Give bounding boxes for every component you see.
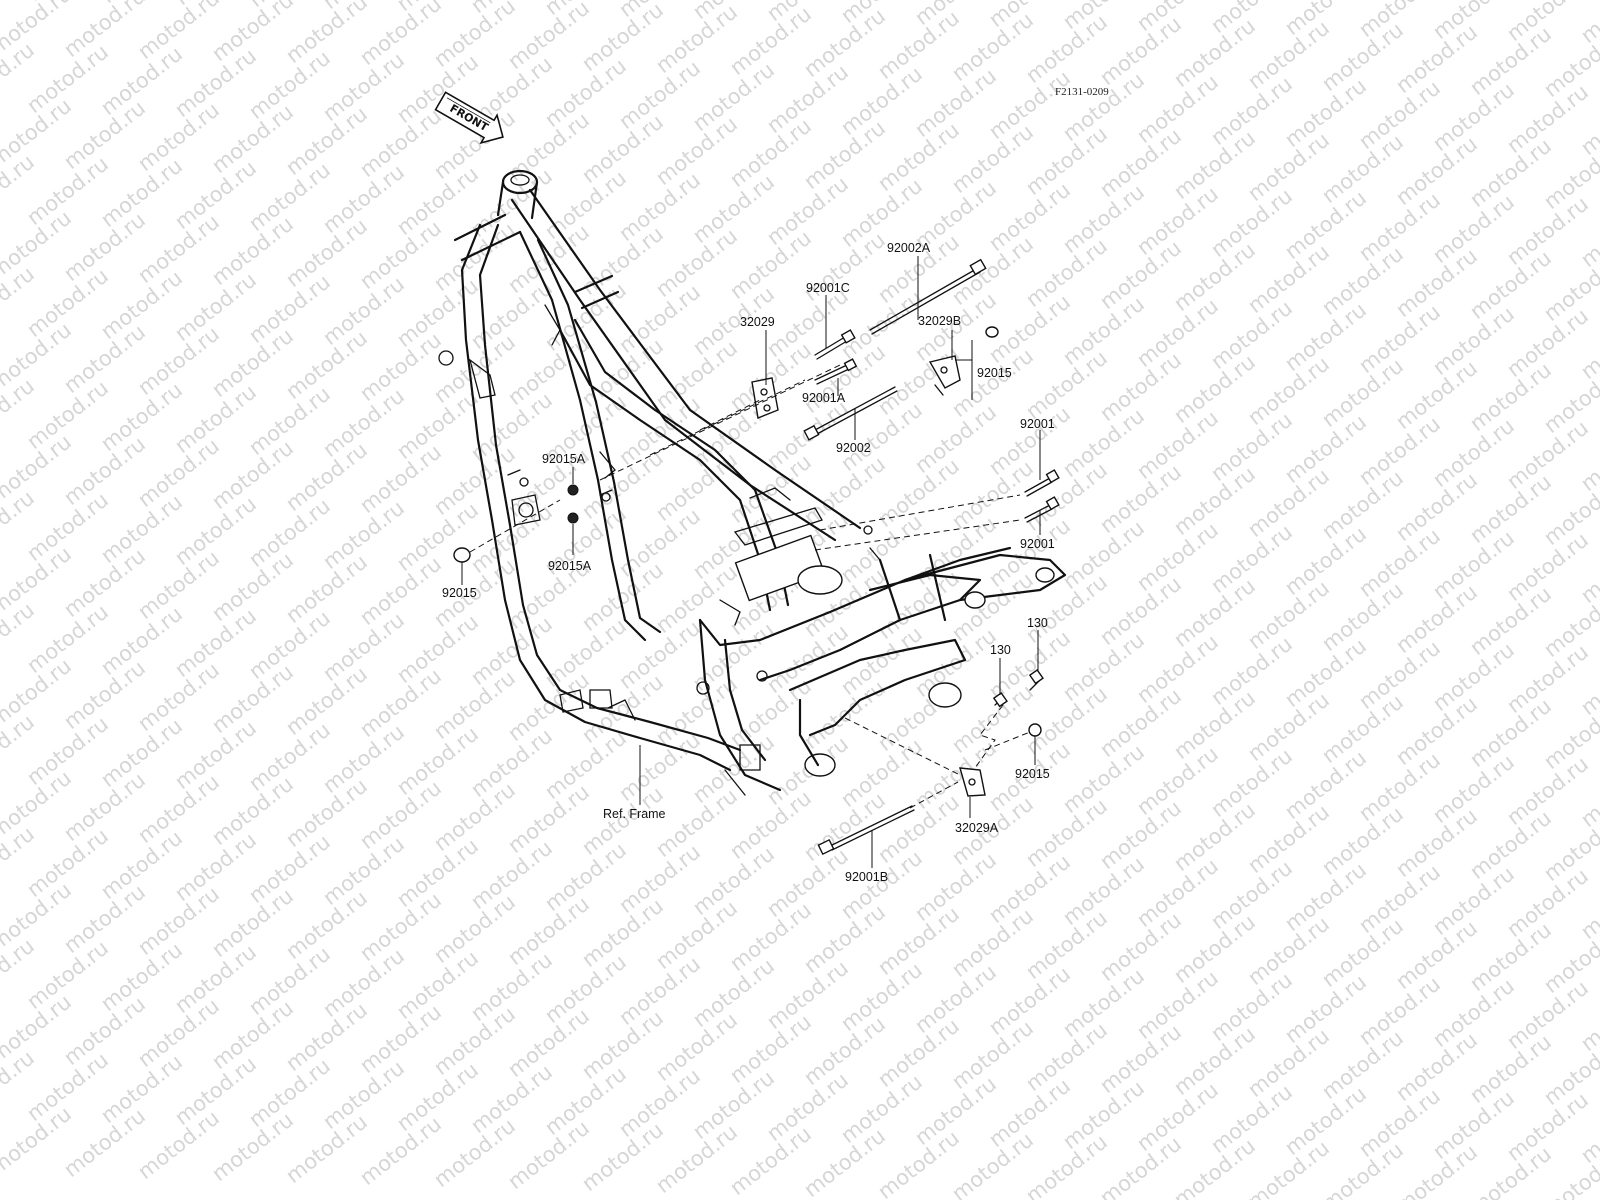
nut-92015A-lower: [567, 512, 579, 524]
label-ref-frame: Ref. Frame: [603, 807, 666, 821]
label-32029B: 32029B: [918, 314, 961, 328]
bracket-32029: [751, 377, 779, 419]
label-92015A-lower: 92015A: [548, 559, 592, 573]
label-92015A-upper: 92015A: [542, 452, 586, 466]
bolt-130-left: [992, 692, 1008, 708]
label-130-left: 130: [990, 643, 1011, 657]
label-92001-upper: 92001: [1020, 417, 1055, 431]
bolt-92001-upper: [1024, 469, 1060, 497]
label-130-right: 130: [1027, 616, 1048, 630]
label-92015-top: 92015: [977, 366, 1012, 380]
label-92001-lower: 92001: [1020, 537, 1055, 551]
label-32029: 32029: [740, 315, 775, 329]
bolt-92001B: [817, 805, 915, 856]
bracket-32029A: [959, 767, 986, 797]
label-92001C: 92001C: [806, 281, 850, 295]
nut-92015A-upper: [567, 484, 579, 496]
label-32029A: 32029A: [955, 821, 999, 835]
label-92015-right: 92015: [1015, 767, 1050, 781]
bolt-92002A: [869, 258, 987, 335]
nut-92015-right: [1028, 723, 1042, 737]
label-92001B: 92001B: [845, 870, 888, 884]
bolt-92001C: [814, 329, 856, 360]
leader-lines: [461, 256, 1041, 868]
bracket-32029B: [928, 355, 961, 396]
label-92002: 92002: [836, 441, 871, 455]
nut-92015-left: [453, 547, 471, 563]
bolt-92001-lower: [1024, 496, 1060, 523]
part-labels: 92002A 92001C 32029 32029B 92015 92001A …: [442, 241, 1055, 884]
label-92002A: 92002A: [887, 241, 931, 255]
bolt-92001A: [814, 358, 858, 385]
bolt-130-right: [1028, 669, 1044, 691]
label-92015-left: 92015: [442, 586, 477, 600]
nut-92015-top: [985, 326, 999, 338]
label-92001A: 92001A: [802, 391, 846, 405]
diagram-code: F2131-0209: [1055, 86, 1109, 98]
motorcycle-frame: [438, 169, 1067, 796]
